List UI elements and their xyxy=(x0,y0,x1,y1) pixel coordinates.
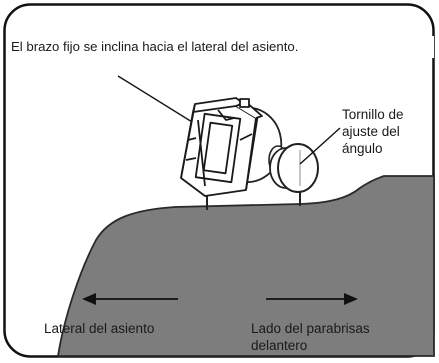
screw-label-line-2: ajuste del xyxy=(342,124,400,139)
caption-text: El brazo fijo se inclina hacia el latera… xyxy=(11,39,299,54)
windshield-side-label-line-1: Lado del parabrisas xyxy=(251,321,370,336)
screw-label: Tornillo de ajuste del ángulo xyxy=(342,106,404,157)
screw-label-line-3: ángulo xyxy=(342,141,383,156)
screw-label-line-1: Tornillo de xyxy=(342,107,404,122)
fixed-arm xyxy=(180,97,263,197)
seat-side-label: Lateral del asiento xyxy=(44,321,155,336)
screw-leader-line xyxy=(299,127,341,165)
caption-backing xyxy=(8,36,434,58)
right-arrow xyxy=(266,293,358,305)
adjustment-screw xyxy=(269,143,319,193)
dashboard-shape xyxy=(56,175,435,357)
left-arrow xyxy=(82,293,178,305)
windshield-side-label-line-2: delantero xyxy=(251,338,308,353)
windshield-side-label: Lado del parabrisas delantero xyxy=(251,320,370,354)
